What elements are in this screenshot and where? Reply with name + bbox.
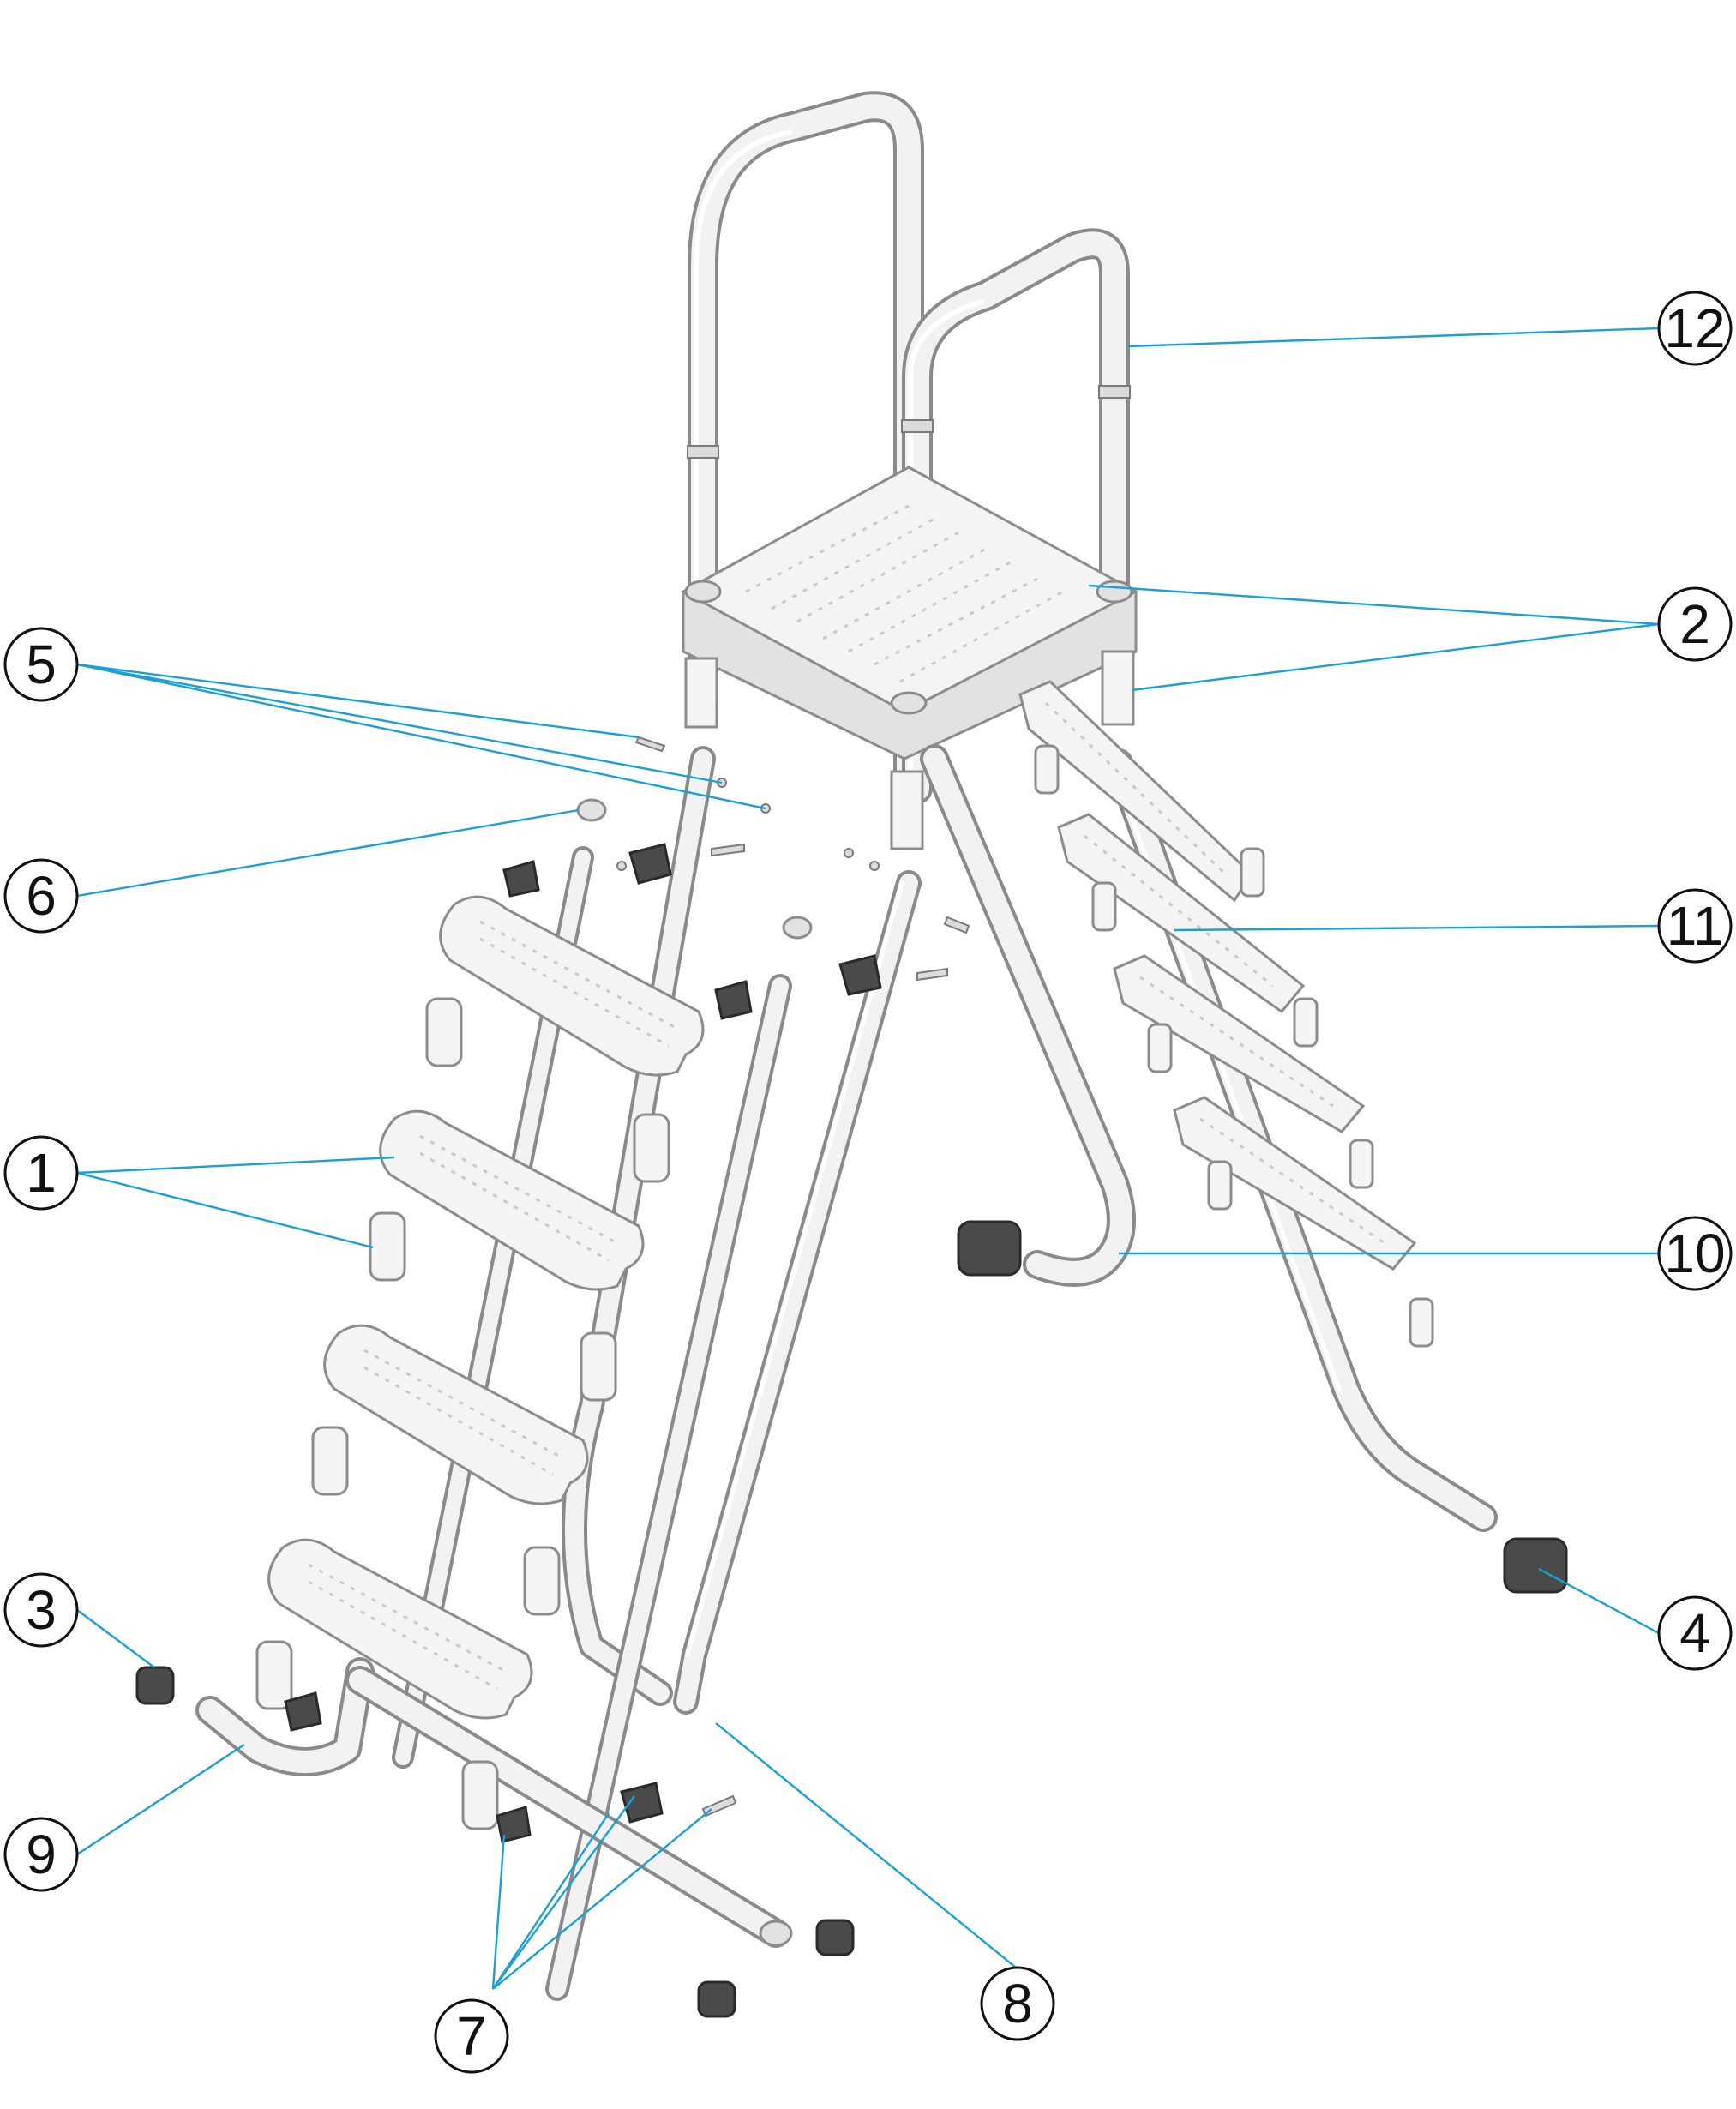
- callout-label: 11: [1667, 895, 1723, 957]
- right-tread: [1057, 813, 1306, 1014]
- callout-label: 3: [26, 1579, 57, 1641]
- callout-label: 5: [26, 634, 57, 695]
- handrails: [687, 91, 1131, 804]
- left-tread: [439, 895, 705, 1077]
- handrail-joint: [1098, 385, 1131, 399]
- handrail-joint: [687, 445, 719, 459]
- callout-5: 5: [3, 627, 79, 702]
- clamps: [284, 843, 882, 1843]
- left-tread: [267, 1538, 533, 1720]
- callout-9: 9: [3, 1817, 79, 1892]
- right-tread: [1173, 1096, 1417, 1271]
- cap: [782, 916, 813, 940]
- callout-label: 10: [1664, 1223, 1725, 1284]
- leader-lines: [76, 327, 1660, 1990]
- callout-8: 8: [980, 1966, 1055, 2041]
- end-cap: [1503, 1537, 1568, 1594]
- callout-3: 3: [3, 1572, 79, 1648]
- callout-11: 11: [1657, 888, 1733, 964]
- callout-1: 1: [3, 1135, 79, 1211]
- end-cap: [697, 1980, 736, 2018]
- callout-label: 9: [26, 1824, 57, 1885]
- end-cap: [815, 1919, 855, 1956]
- callout-label: 4: [1679, 1602, 1710, 1664]
- callout-label: 12: [1664, 297, 1725, 359]
- callout-12: 12: [1657, 291, 1733, 366]
- left-tread: [323, 1324, 589, 1505]
- cap: [576, 798, 607, 822]
- bolts: [616, 736, 970, 1818]
- callout-label: 1: [26, 1142, 57, 1204]
- callout-label: 6: [26, 865, 57, 927]
- left-tread: [379, 1109, 645, 1291]
- handrail-joint: [901, 419, 934, 433]
- callout-6: 6: [3, 858, 79, 934]
- callout-label: 8: [1002, 1973, 1033, 2034]
- callout-7: 7: [434, 1998, 509, 2074]
- right-ladder: [920, 680, 1568, 1594]
- callout-10: 10: [1657, 1216, 1733, 1291]
- callout-2: 2: [1657, 586, 1733, 662]
- end-cap: [957, 1220, 1022, 1277]
- callout-label: 7: [456, 2005, 487, 2067]
- platform: [680, 466, 1139, 850]
- callout-4: 4: [1657, 1595, 1733, 1671]
- end-cap: [135, 1666, 175, 1705]
- right-tread: [1113, 954, 1366, 1133]
- callout-label: 2: [1679, 593, 1710, 655]
- left-ladder: [135, 736, 970, 2018]
- tread-sockets: [255, 997, 670, 1830]
